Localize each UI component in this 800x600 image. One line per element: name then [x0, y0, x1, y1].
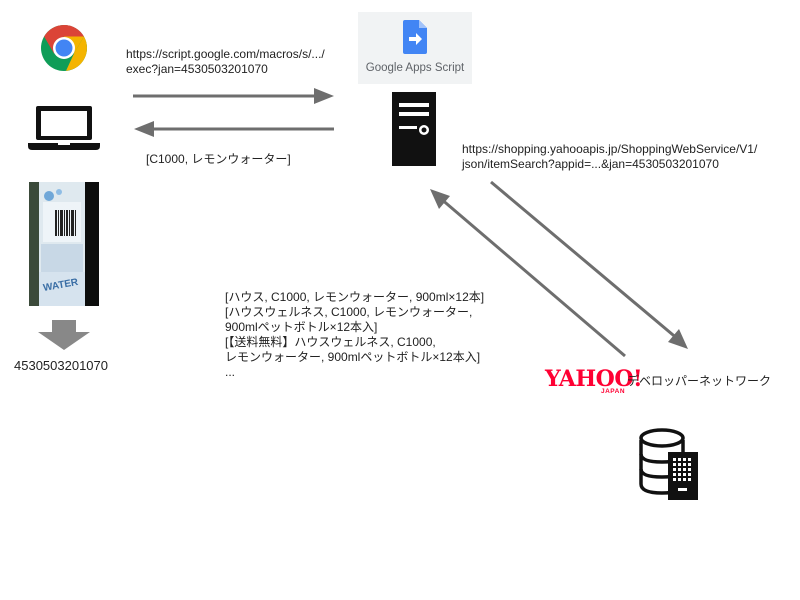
database-server-icon — [638, 426, 700, 502]
gas-response-text: [C1000, レモンウォーター] — [146, 152, 291, 167]
result-line: [ハウスウェルネス, C1000, レモンウォーター, — [225, 305, 484, 320]
yahoo-developer-network-logo: YAHOO! JAPAN デベロッパーネットワーク — [545, 368, 795, 398]
developer-network-text: デベロッパーネットワーク — [627, 372, 771, 389]
response-arrow — [134, 121, 334, 137]
yahoo-search-results: [ハウス, C1000, レモンウォーター, 900ml×12本] [ハウスウェ… — [225, 290, 484, 380]
result-line: レモンウォーター, 900mlペットボトル×12本入] — [225, 350, 484, 365]
yahoo-japan-text: JAPAN — [601, 388, 625, 395]
result-line: [【送料無料】ハウスウェルネス, C1000, — [225, 335, 484, 350]
result-line: 900mlペットボトル×12本入] — [225, 320, 484, 335]
result-line: [ハウス, C1000, レモンウォーター, 900ml×12本] — [225, 290, 484, 305]
request-arrow — [133, 88, 334, 104]
yahoo-api-url: https://shopping.yahooapis.jp/ShoppingWe… — [462, 142, 757, 172]
result-line: ... — [225, 365, 484, 380]
